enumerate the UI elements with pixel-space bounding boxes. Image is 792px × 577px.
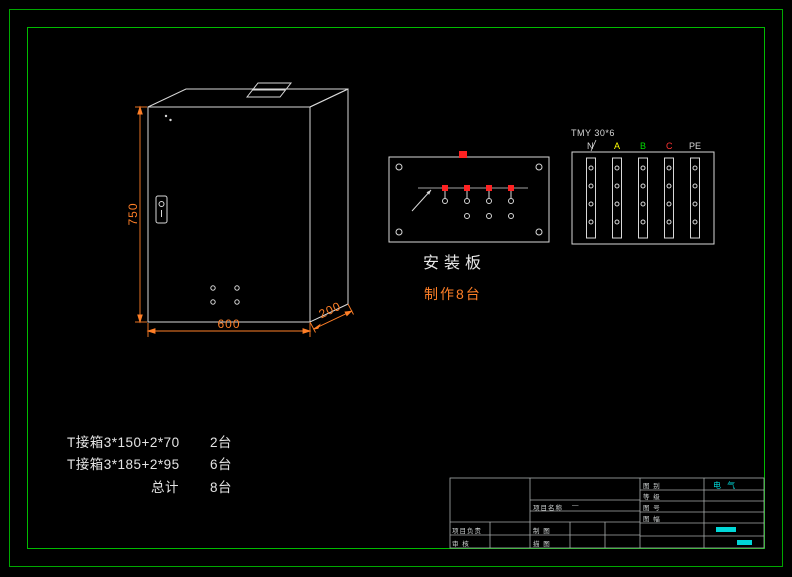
category-value: 电 气	[713, 481, 738, 490]
bom-total-qty: 8台	[210, 480, 233, 495]
cyan-stamp-mark	[716, 527, 736, 532]
bom-total-label: 总计	[151, 480, 179, 495]
row-drawing-category: 图 别	[643, 483, 661, 490]
bom-qty: 2台	[210, 435, 233, 450]
phase-label-n: N	[587, 141, 594, 151]
phase-label-b: B	[640, 141, 647, 151]
mounting-plate-caption: 安装板	[423, 255, 487, 272]
make-quantity-note: 制作8台	[424, 286, 482, 302]
bom-item: T接箱3*185+2*95	[67, 457, 180, 472]
cell-project-lead: 项目负责	[452, 528, 482, 535]
cell-drawn-by: 制 图	[533, 528, 551, 535]
phase-label-pe: PE	[689, 141, 702, 151]
dim-height-label: 750	[126, 202, 140, 226]
phase-label-c: C	[666, 141, 673, 151]
phase-label-a: A	[614, 141, 621, 151]
row-grade: 等 级	[643, 494, 661, 501]
busbar-spec-label: TMY 30*6	[571, 128, 615, 138]
outer-border-frame	[9, 9, 783, 567]
bom-item: T接箱3*150+2*70	[67, 435, 180, 450]
cyan-page-mark	[737, 540, 752, 545]
dim-width-label: 600	[217, 317, 241, 331]
project-name-label: 项目名称	[533, 505, 563, 512]
inner-border-frame	[27, 27, 765, 549]
row-drawing-number: 图 号	[643, 505, 661, 512]
bom-qty: 6台	[210, 457, 233, 472]
cell-traced-by: 描 图	[533, 541, 551, 548]
cell-review: 审 核	[452, 541, 470, 548]
row-sheet-size: 图 幅	[643, 516, 661, 523]
project-name-value: —	[572, 502, 580, 509]
